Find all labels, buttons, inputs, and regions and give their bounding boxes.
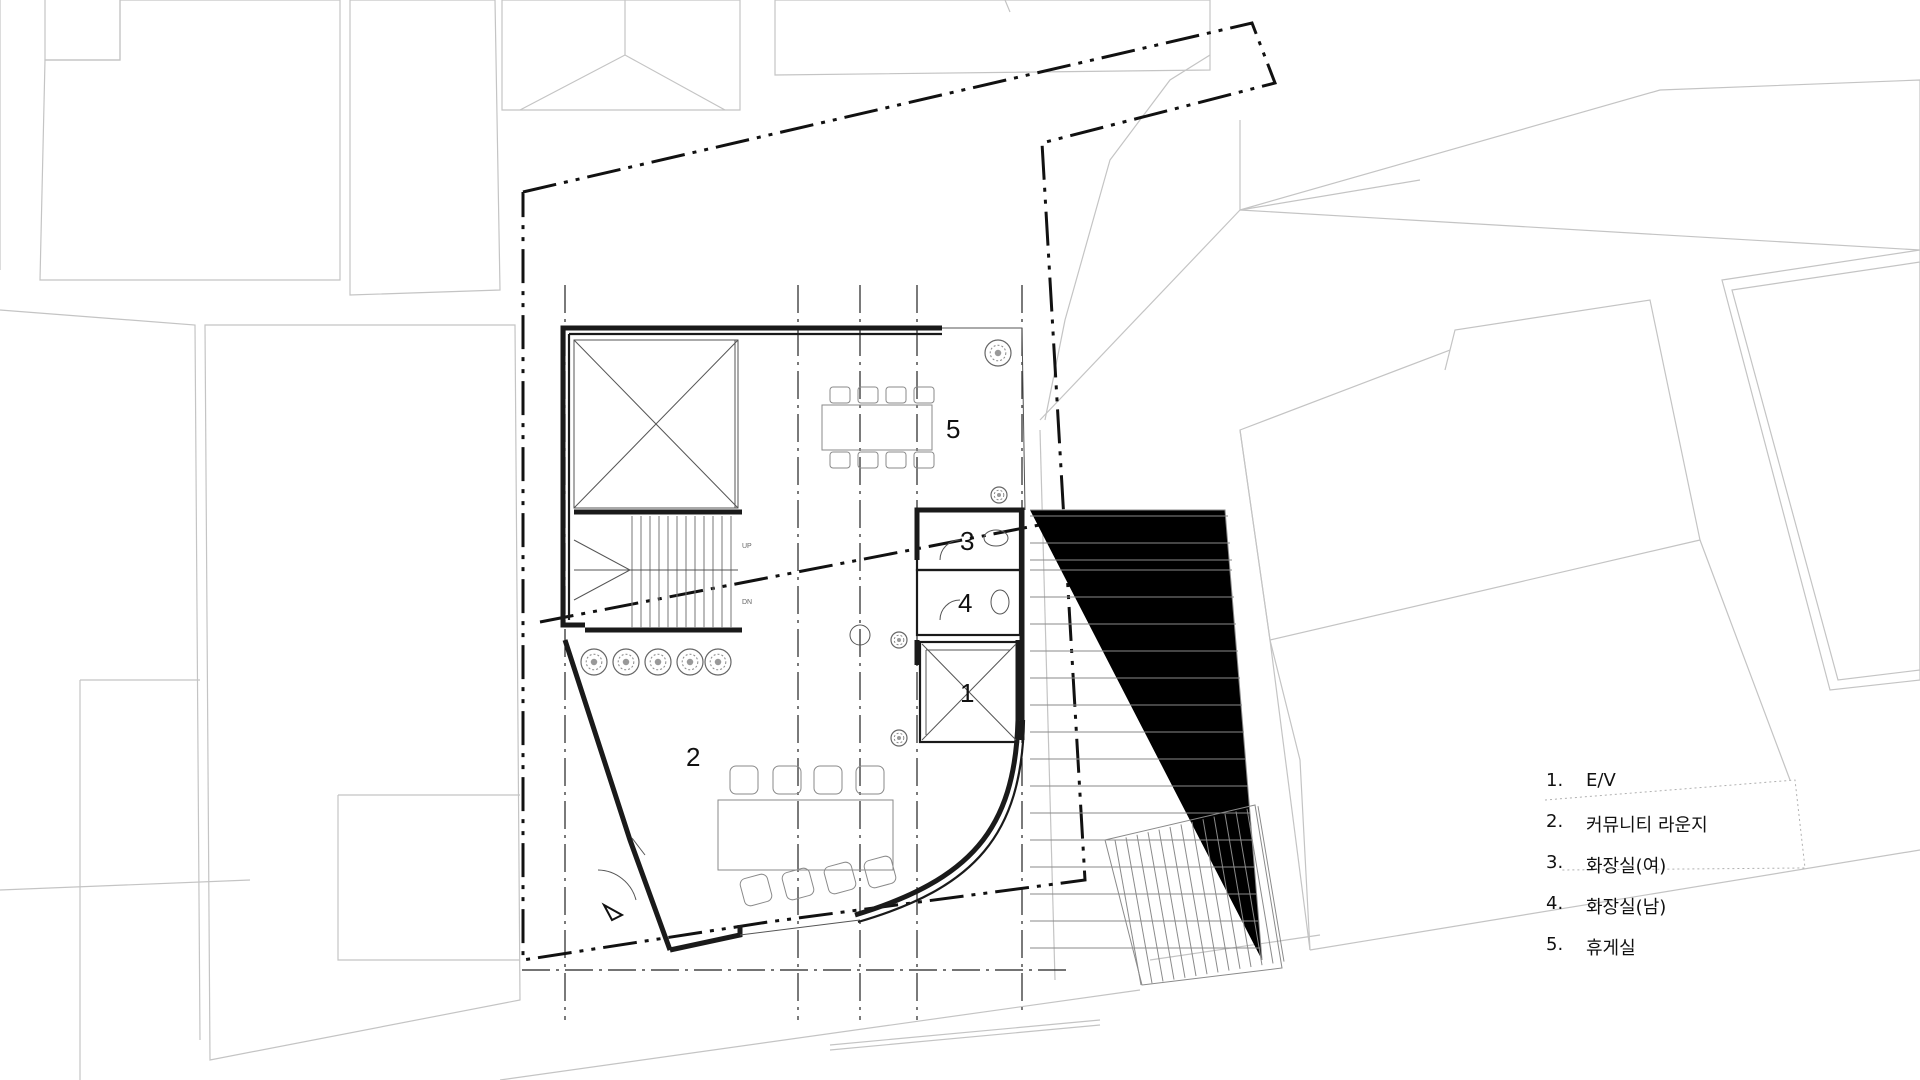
- plant-icon: [890, 729, 908, 747]
- structural-grid: [522, 285, 1070, 1020]
- legend-number: 1.: [1546, 770, 1564, 791]
- plants: [580, 339, 1012, 747]
- chair: [913, 386, 935, 404]
- chair: [885, 386, 907, 404]
- entrance-arrow-icon: [601, 902, 625, 922]
- room-number-1: 1: [960, 678, 974, 708]
- room-number-2: 2: [686, 742, 700, 772]
- room-numbers: 1 2 3 4 5: [686, 414, 974, 772]
- exterior-deck: [1030, 509, 1285, 986]
- deck-plank: [1202, 819, 1230, 971]
- plant-icon: [890, 631, 908, 649]
- stair-down-label: DN: [742, 599, 752, 606]
- legend-number: 4.: [1546, 893, 1564, 914]
- legend-label: E/V: [1586, 770, 1616, 791]
- legend-item: 4. 화장실(남): [1546, 893, 1708, 934]
- chair: [857, 386, 879, 404]
- chair: [729, 765, 759, 795]
- furniture: [717, 386, 935, 907]
- internal-stair: UP DN: [573, 516, 752, 628]
- deck-plank: [1147, 832, 1175, 980]
- chair: [857, 451, 879, 469]
- door-swing: [597, 869, 637, 901]
- deck-plank: [1125, 837, 1153, 984]
- legend-item: 1. E/V: [1546, 770, 1708, 811]
- chair: [829, 386, 851, 404]
- chair: [829, 451, 851, 469]
- building-walls: [560, 325, 1026, 953]
- chair: [885, 451, 907, 469]
- chair: [739, 873, 773, 907]
- deck-plank: [1235, 811, 1263, 966]
- legend-label: 화장실(여): [1586, 856, 1667, 877]
- chair: [913, 451, 935, 469]
- plant-icon: [612, 648, 640, 676]
- room-number-4: 4: [958, 588, 972, 618]
- deck-plank: [1180, 824, 1208, 975]
- deck-plank: [1213, 816, 1241, 969]
- legend-number: 5.: [1546, 934, 1564, 955]
- legend-number: 3.: [1546, 852, 1564, 873]
- plant-icon: [704, 648, 732, 676]
- legend-label: 커뮤니티 라운지: [1586, 815, 1708, 836]
- deck-plank: [1114, 839, 1142, 986]
- chair: [863, 855, 897, 889]
- legend-label: 휴게실: [1586, 938, 1636, 959]
- chair: [823, 861, 857, 895]
- room-number-3: 3: [960, 526, 974, 556]
- deck-plank: [1246, 808, 1274, 964]
- plant-icon: [580, 648, 608, 676]
- room-legend: 1. E/V 2. 커뮤니티 라운지 3. 화장실(여) 4. 화장실(남) 5. 휴게실: [1546, 770, 1708, 975]
- legend-item: 5. 휴게실: [1546, 934, 1708, 975]
- chair: [772, 765, 802, 795]
- deck-plank: [1224, 813, 1252, 968]
- legend-item: 3. 화장실(여): [1546, 852, 1708, 893]
- plant-icon: [984, 339, 1012, 367]
- room-number-5: 5: [946, 414, 960, 444]
- plant-icon: [644, 648, 672, 676]
- legend-number: 2.: [1546, 811, 1564, 832]
- legend-item: 2. 커뮤니티 라운지: [1546, 811, 1708, 852]
- deck-plank: [1257, 806, 1285, 962]
- deck-plank: [1136, 834, 1164, 982]
- deck-plank: [1158, 829, 1186, 978]
- stair-up-label: UP: [742, 543, 752, 550]
- deck-plank: [1169, 826, 1197, 977]
- legend-label: 화장실(남): [1586, 897, 1667, 918]
- site-boundary: [521, 21, 1278, 962]
- chair: [855, 765, 885, 795]
- plant-icon: [676, 648, 704, 676]
- deck-plank: [1191, 821, 1219, 973]
- chair: [781, 867, 815, 901]
- chair: [813, 765, 843, 795]
- plant-icon: [990, 486, 1008, 504]
